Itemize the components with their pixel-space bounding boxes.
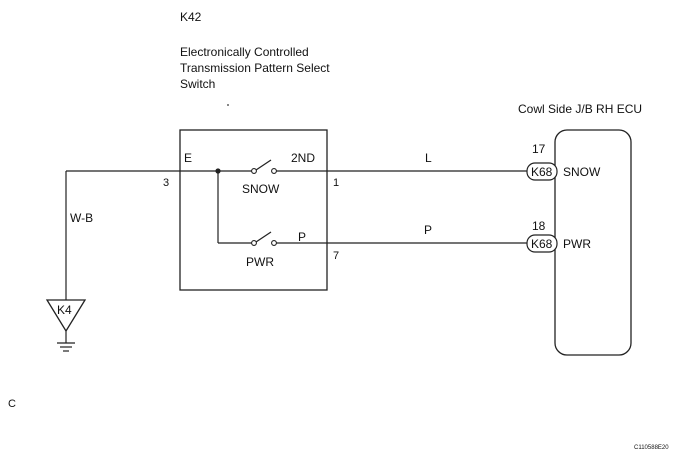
component-code: K42	[180, 10, 202, 24]
ground-connector-triangle	[45, 299, 87, 333]
pwr-switch-label: PWR	[246, 255, 274, 269]
component-name-line-3: Switch	[180, 77, 215, 91]
corner-letter: C	[8, 398, 16, 410]
pin-7-number: 7	[333, 250, 339, 262]
ecu-name: Cowl Side J/B RH ECU	[518, 102, 642, 116]
wire-color-snow: L	[425, 151, 432, 165]
figure-id: C110588E20	[634, 445, 669, 451]
pwr-switch-blade	[255, 231, 272, 243]
ecu-pin-18-number: 18	[532, 219, 546, 233]
wire-color-pwr: P	[424, 223, 432, 237]
snow-switch-contact-right	[271, 168, 277, 174]
ecu-connector-k68-pwr-label: K68	[531, 237, 553, 251]
ecu-signal-pwr: PWR	[563, 237, 591, 251]
stray-dot	[227, 104, 229, 106]
ecu-connector-k68-pwr	[526, 234, 558, 253]
ecu-connector-k68-snow-label: K68	[531, 165, 553, 179]
snow-switch-label: SNOW	[242, 182, 280, 196]
snow-switch-contact-left	[251, 168, 257, 174]
switch-body	[179, 129, 328, 291]
snow-switch-blade	[255, 159, 272, 171]
ecu-connector-k68-snow	[526, 162, 558, 181]
pin-1-number: 1	[333, 177, 339, 189]
component-name-line-2: Transmission Pattern Select	[180, 61, 330, 75]
pin-3-number: 3	[163, 177, 169, 189]
ground-code: K4	[57, 303, 72, 317]
pwr-switch-contact-right	[271, 240, 277, 246]
pwr-switch-contact-left	[251, 240, 257, 246]
terminal-2nd-label: 2ND	[291, 151, 315, 165]
terminal-e-label: E	[184, 151, 192, 165]
wire-color-ground: W-B	[70, 211, 93, 225]
terminal-p-label: P	[298, 230, 306, 244]
ecu-signal-snow: SNOW	[563, 165, 601, 179]
ecu-pin-17-number: 17	[532, 142, 546, 156]
component-name-line-1: Electronically Controlled	[180, 45, 309, 59]
